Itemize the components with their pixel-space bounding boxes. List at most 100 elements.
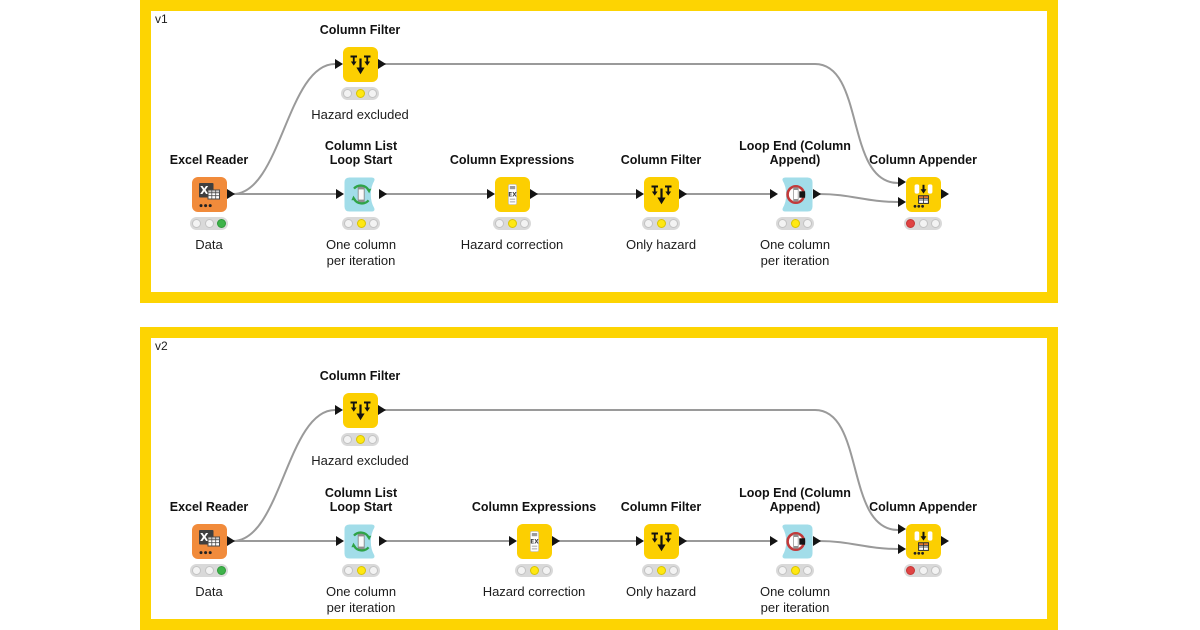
input-port[interactable] bbox=[897, 524, 906, 534]
traffic-light bbox=[642, 217, 680, 230]
node-title: Column Filter bbox=[319, 23, 401, 37]
input-port[interactable] bbox=[897, 543, 906, 554]
traffic-light bbox=[904, 564, 942, 577]
output-port[interactable] bbox=[940, 188, 949, 199]
traffic-light bbox=[493, 217, 531, 230]
column-expressions-icon[interactable] bbox=[517, 524, 552, 559]
output-port[interactable] bbox=[812, 535, 821, 546]
node-label: One column per iteration bbox=[325, 237, 397, 268]
input-port[interactable] bbox=[635, 188, 644, 199]
status-light-off bbox=[192, 219, 201, 228]
node-title: Column Filter bbox=[620, 153, 702, 167]
output-port[interactable] bbox=[678, 188, 687, 199]
workflow-annotation-v2: v2 Excel Reader Data Column Filter Hazar… bbox=[140, 327, 1058, 630]
output-port[interactable] bbox=[226, 535, 235, 546]
status-light-off bbox=[931, 219, 940, 228]
output-port[interactable] bbox=[378, 188, 387, 199]
input-port[interactable] bbox=[769, 188, 778, 199]
status-light-off bbox=[343, 89, 352, 98]
column-filter-icon[interactable] bbox=[644, 177, 679, 212]
status-light-yellow bbox=[790, 219, 800, 228]
status-light-off bbox=[669, 219, 678, 228]
status-light-off bbox=[192, 566, 201, 575]
workflow-annotation-v1: v1 Excel Reader Data Column Filter Hazar… bbox=[140, 0, 1058, 303]
loop-end-icon[interactable] bbox=[778, 177, 813, 212]
status-light-off bbox=[803, 219, 812, 228]
status-light-green bbox=[217, 566, 226, 575]
traffic-light bbox=[776, 564, 814, 577]
node-label: Only hazard bbox=[625, 584, 697, 599]
input-port[interactable] bbox=[335, 188, 344, 199]
output-port[interactable] bbox=[529, 188, 538, 199]
traffic-light bbox=[342, 217, 380, 230]
node-label: Data bbox=[195, 584, 223, 599]
input-port[interactable] bbox=[486, 188, 495, 199]
traffic-light bbox=[190, 217, 228, 230]
node-label: One column per iteration bbox=[759, 237, 831, 268]
traffic-light bbox=[190, 564, 228, 577]
node-label: Only hazard bbox=[625, 237, 697, 252]
input-port[interactable] bbox=[897, 177, 906, 187]
output-port[interactable] bbox=[551, 535, 560, 546]
column-filter-icon[interactable] bbox=[343, 393, 378, 428]
version-label: v1 bbox=[155, 12, 168, 26]
status-light-yellow bbox=[355, 89, 365, 98]
input-port[interactable] bbox=[635, 535, 644, 546]
status-light-off bbox=[778, 566, 787, 575]
column-expressions-icon[interactable] bbox=[495, 177, 530, 212]
connections-layer bbox=[232, 63, 899, 203]
node-title: Excel Reader bbox=[169, 153, 249, 167]
status-light-off bbox=[644, 219, 653, 228]
excel-reader-icon[interactable] bbox=[192, 177, 227, 212]
node-label: Hazard correction bbox=[460, 237, 564, 252]
input-port[interactable] bbox=[334, 404, 343, 415]
loop-start-icon[interactable] bbox=[344, 177, 379, 212]
status-light-off bbox=[931, 566, 940, 575]
node-title: Column Expressions bbox=[449, 153, 575, 167]
output-port[interactable] bbox=[377, 404, 386, 415]
node-label: One column per iteration bbox=[759, 584, 831, 615]
node-title: Column List Loop Start bbox=[324, 139, 398, 167]
loop-end-icon[interactable] bbox=[778, 524, 813, 559]
node-title: Loop End (Column Append) bbox=[739, 139, 851, 167]
status-light-yellow bbox=[356, 566, 366, 575]
status-light-off bbox=[803, 566, 812, 575]
input-port[interactable] bbox=[769, 535, 778, 546]
node-title: Column Appender bbox=[869, 500, 977, 514]
excel-reader-icon[interactable] bbox=[192, 524, 227, 559]
output-port[interactable] bbox=[378, 535, 387, 546]
output-port[interactable] bbox=[678, 535, 687, 546]
status-light-off bbox=[344, 219, 353, 228]
status-light-off bbox=[520, 219, 529, 228]
status-light-yellow bbox=[656, 566, 666, 575]
loop-start-icon[interactable] bbox=[344, 524, 379, 559]
status-light-off bbox=[495, 219, 504, 228]
status-light-yellow bbox=[355, 435, 365, 444]
status-light-off bbox=[368, 435, 377, 444]
node-title: Column Filter bbox=[319, 369, 401, 383]
output-port[interactable] bbox=[940, 535, 949, 546]
status-light-off bbox=[204, 566, 214, 575]
status-light-yellow bbox=[356, 219, 366, 228]
status-light-off bbox=[918, 219, 928, 228]
input-port[interactable] bbox=[508, 535, 517, 546]
status-light-yellow bbox=[790, 566, 800, 575]
input-port[interactable] bbox=[335, 535, 344, 546]
node-title: Column List Loop Start bbox=[324, 486, 398, 514]
traffic-light bbox=[642, 564, 680, 577]
output-port[interactable] bbox=[812, 188, 821, 199]
column-appender-icon[interactable] bbox=[906, 524, 941, 559]
node-label: One column per iteration bbox=[325, 584, 397, 615]
column-filter-icon[interactable] bbox=[343, 47, 378, 82]
output-port[interactable] bbox=[226, 188, 235, 199]
node-label: Hazard excluded bbox=[311, 107, 409, 122]
node-title: Loop End (Column Append) bbox=[739, 486, 851, 514]
traffic-light bbox=[904, 217, 942, 230]
column-appender-icon[interactable] bbox=[906, 177, 941, 212]
input-port[interactable] bbox=[334, 58, 343, 69]
column-filter-icon[interactable] bbox=[644, 524, 679, 559]
traffic-light bbox=[341, 433, 379, 446]
input-port[interactable] bbox=[897, 196, 906, 207]
output-port[interactable] bbox=[377, 58, 386, 69]
node-label: Hazard correction bbox=[482, 584, 586, 599]
